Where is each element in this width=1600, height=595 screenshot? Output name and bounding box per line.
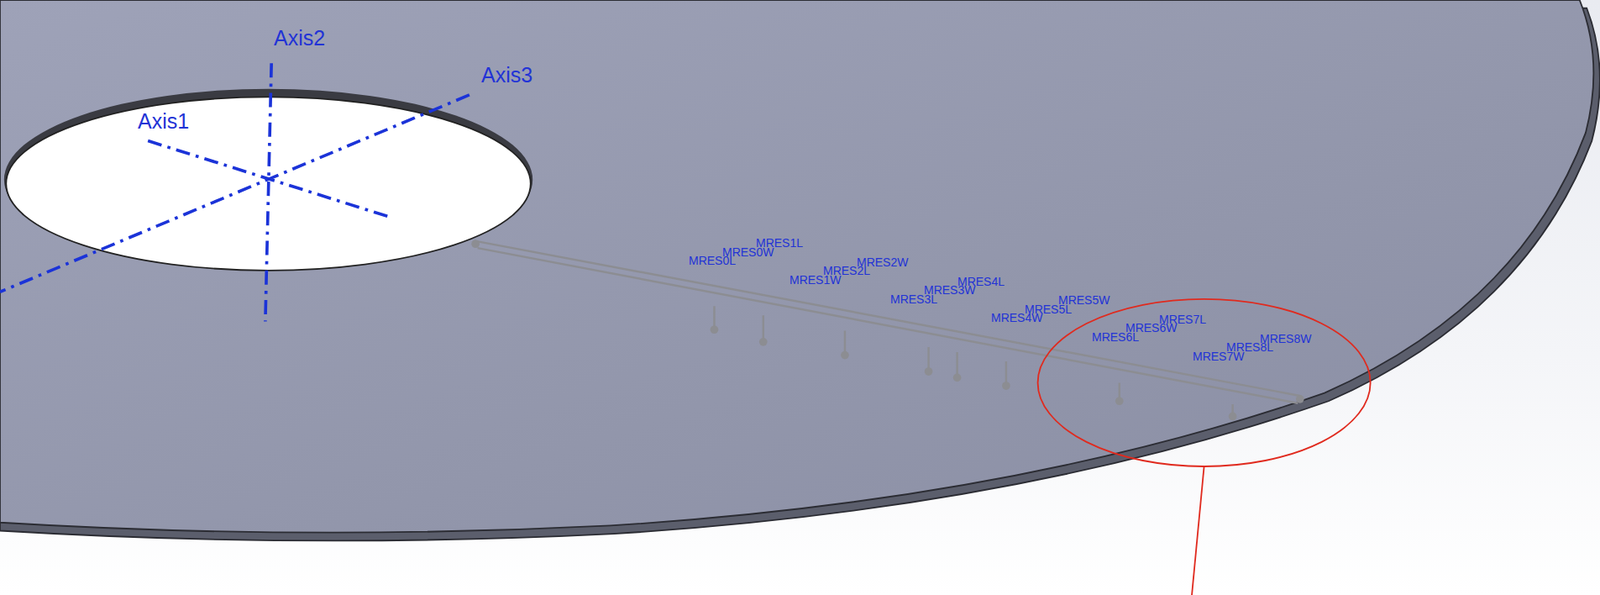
trace-line bbox=[477, 247, 1299, 404]
point-label: MRES1L bbox=[755, 236, 803, 250]
trace-stub bbox=[713, 305, 1233, 416]
callout-ellipse bbox=[1038, 299, 1371, 467]
point-label: MRES5W bbox=[1058, 293, 1110, 307]
axes bbox=[0, 62, 470, 321]
axis-line bbox=[265, 62, 272, 321]
point-label: MRES4L bbox=[957, 274, 1005, 289]
axis-label: Axis1 bbox=[137, 110, 189, 132]
axis-label: Axis3 bbox=[481, 64, 533, 86]
trace bbox=[474, 241, 1301, 417]
axis-line bbox=[0, 94, 470, 292]
point-label: MRES8W bbox=[1259, 331, 1312, 346]
trace-dots bbox=[471, 239, 1304, 420]
trace-line bbox=[474, 241, 1301, 397]
point-label: MRES2W bbox=[856, 255, 908, 269]
axis-label: Axis2 bbox=[273, 27, 326, 49]
disc-face bbox=[0, 0, 1594, 533]
point-label: MRES7L bbox=[1159, 312, 1207, 326]
leader-line bbox=[1191, 466, 1205, 595]
